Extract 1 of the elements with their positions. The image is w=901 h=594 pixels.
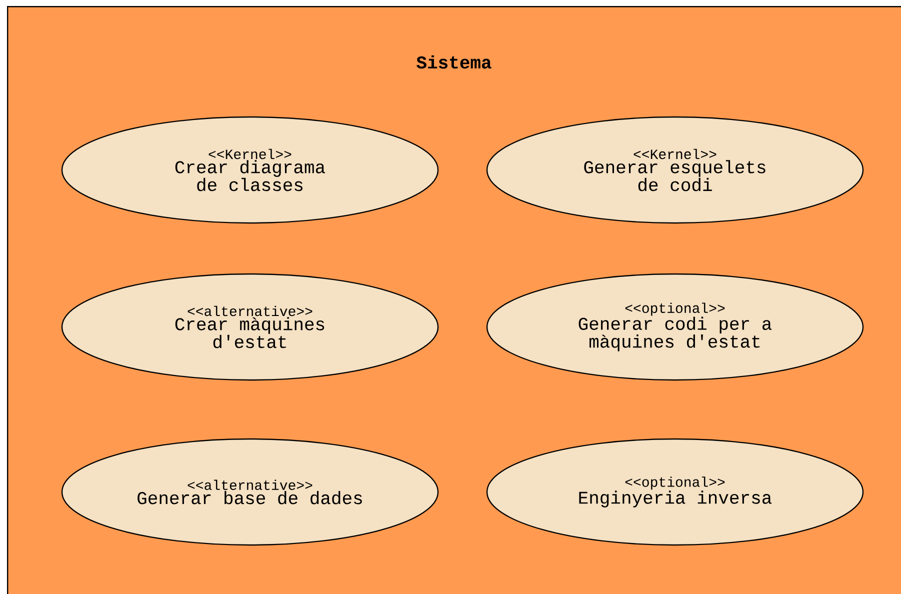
system-title: Sistema (416, 55, 492, 69)
